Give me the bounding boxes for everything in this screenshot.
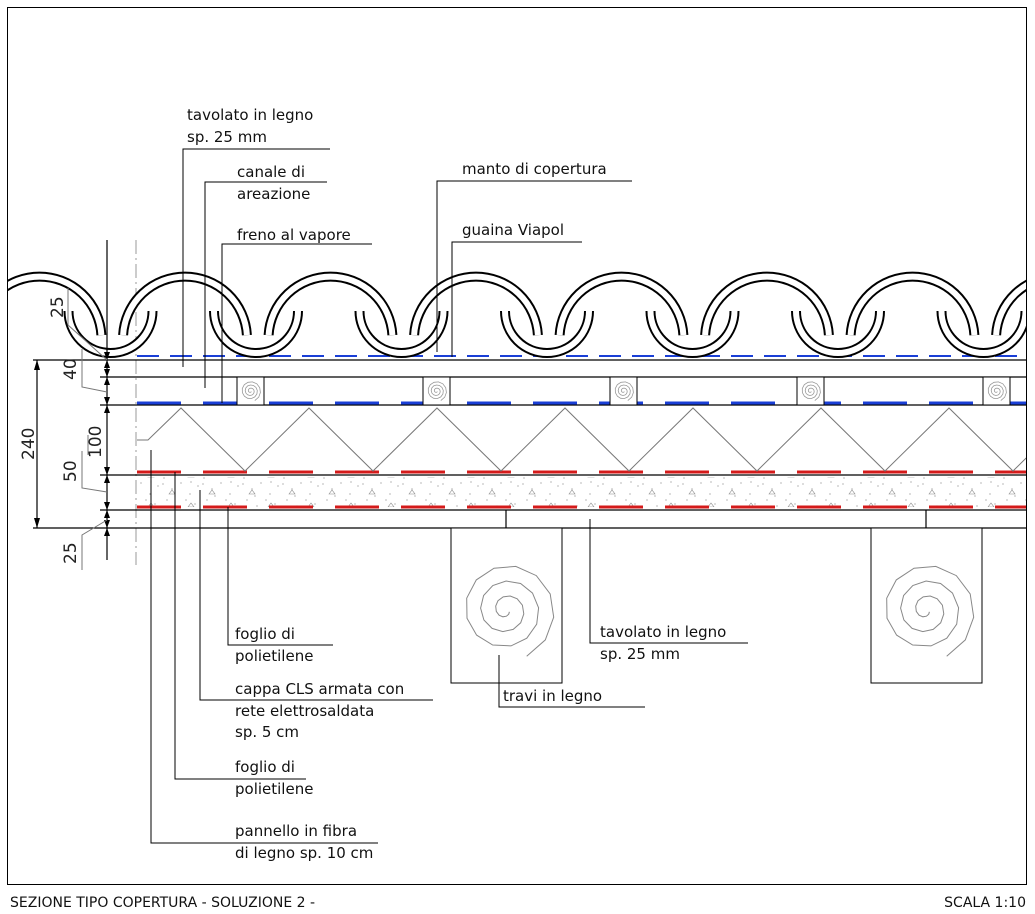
under-tile-inner bbox=[938, 310, 1026, 356]
roof-tiles bbox=[8, 271, 1026, 358]
wood-grain-icon bbox=[801, 381, 821, 401]
wood-grain-icon bbox=[466, 565, 555, 657]
under-tile bbox=[209, 310, 303, 358]
dim-screed: 50 bbox=[61, 460, 81, 482]
cover-tile-inner bbox=[702, 273, 832, 336]
battens bbox=[236, 376, 1011, 406]
dimension-lines bbox=[34, 240, 110, 570]
concrete-screed bbox=[137, 477, 1026, 507]
under-tile bbox=[791, 310, 885, 358]
batten bbox=[422, 376, 451, 406]
label-freno-vapore: freno al vapore bbox=[237, 226, 351, 244]
cover-tile-inner bbox=[847, 273, 978, 336]
cover-tile bbox=[845, 271, 980, 336]
under-tile bbox=[500, 310, 594, 358]
cover-tile-inner bbox=[993, 282, 1026, 336]
cover-tile-inner bbox=[411, 273, 541, 336]
drawing-frame bbox=[7, 7, 1027, 885]
cover-tile bbox=[263, 271, 398, 336]
drawing-scale: SCALA 1:10 bbox=[944, 895, 1026, 911]
wood-grain-icon bbox=[987, 381, 1007, 401]
under-tile-inner bbox=[647, 310, 738, 356]
label-guaina-viapol: guaina Viapol bbox=[462, 221, 564, 239]
dim-tiles: 25 bbox=[48, 296, 68, 318]
under-tile bbox=[63, 310, 158, 358]
leader-lines bbox=[150, 148, 748, 844]
cover-tile-inner bbox=[556, 273, 687, 336]
under-tile bbox=[645, 310, 740, 358]
under-tile bbox=[936, 310, 1026, 358]
wood-fiber-insulation-hatch bbox=[137, 407, 1026, 472]
cover-tile-inner bbox=[8, 273, 105, 336]
wood-grain-icon bbox=[886, 565, 975, 657]
batten bbox=[609, 376, 638, 406]
label-manto-copertura: manto di copertura bbox=[462, 160, 607, 178]
cover-tile bbox=[554, 271, 689, 336]
wood-grain-icon bbox=[427, 381, 447, 401]
under-tile-inner bbox=[211, 310, 301, 356]
under-tile-inner bbox=[356, 310, 447, 356]
batten bbox=[796, 376, 825, 406]
under-tile-inner bbox=[793, 310, 883, 356]
cover-tile-inner bbox=[265, 273, 396, 336]
dim-insulation: 100 bbox=[86, 426, 106, 458]
cover-tile bbox=[118, 271, 252, 336]
dim-ventilation: 40 bbox=[61, 358, 81, 380]
drawing-title: SEZIONE TIPO COPERTURA - SOLUZIONE 2 - bbox=[10, 895, 315, 911]
under-tile-inner bbox=[502, 310, 592, 356]
timber-beams bbox=[450, 527, 983, 684]
wood-grain-icon bbox=[241, 381, 261, 401]
wood-grain-icon bbox=[614, 381, 634, 401]
dim-total: 240 bbox=[19, 428, 39, 460]
timber-beam bbox=[450, 527, 563, 684]
under-tile bbox=[354, 310, 449, 358]
batten bbox=[236, 376, 265, 406]
dim-boarding: 25 bbox=[61, 542, 81, 564]
batten bbox=[982, 376, 1011, 406]
cover-tile bbox=[700, 271, 834, 336]
timber-beam bbox=[870, 527, 983, 684]
label-travi-legno: travi in legno bbox=[503, 687, 602, 705]
cover-tile-inner bbox=[120, 273, 250, 336]
cover-tile bbox=[409, 271, 543, 336]
